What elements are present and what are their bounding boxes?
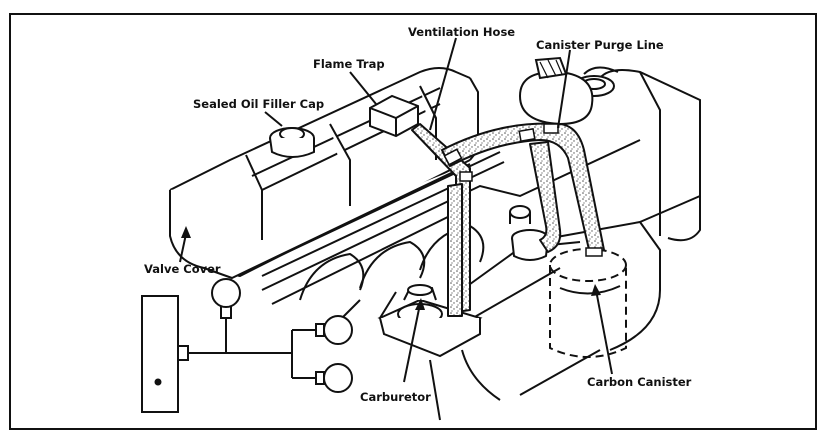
valve-cover-label: Valve Cover	[144, 262, 221, 276]
carbon-canister	[549, 248, 627, 358]
hose-clamps	[443, 123, 603, 257]
carbon-canister-label: Carbon Canister	[587, 375, 692, 389]
diagram-frame	[9, 13, 817, 430]
leader-arrowheads	[181, 226, 601, 310]
carburetor-label: Carburetor	[360, 390, 431, 404]
flame-trap	[369, 94, 419, 138]
canister-purge-line-label: Canister Purge Line	[536, 38, 664, 52]
flame-trap-label: Flame Trap	[313, 57, 385, 71]
distributor	[509, 205, 549, 261]
valve-cover	[169, 67, 505, 279]
ventilation-hose-label: Ventilation Hose	[408, 25, 516, 39]
sealed-oil-filler-cap-label: Sealed Oil Filler Cap	[193, 97, 325, 111]
air-cleaner	[518, 56, 594, 126]
radiator	[583, 66, 701, 242]
oil-filler-cap	[269, 127, 315, 158]
leader-lines	[179, 37, 613, 383]
schematic-symbol	[141, 278, 353, 413]
hoses	[411, 122, 605, 317]
